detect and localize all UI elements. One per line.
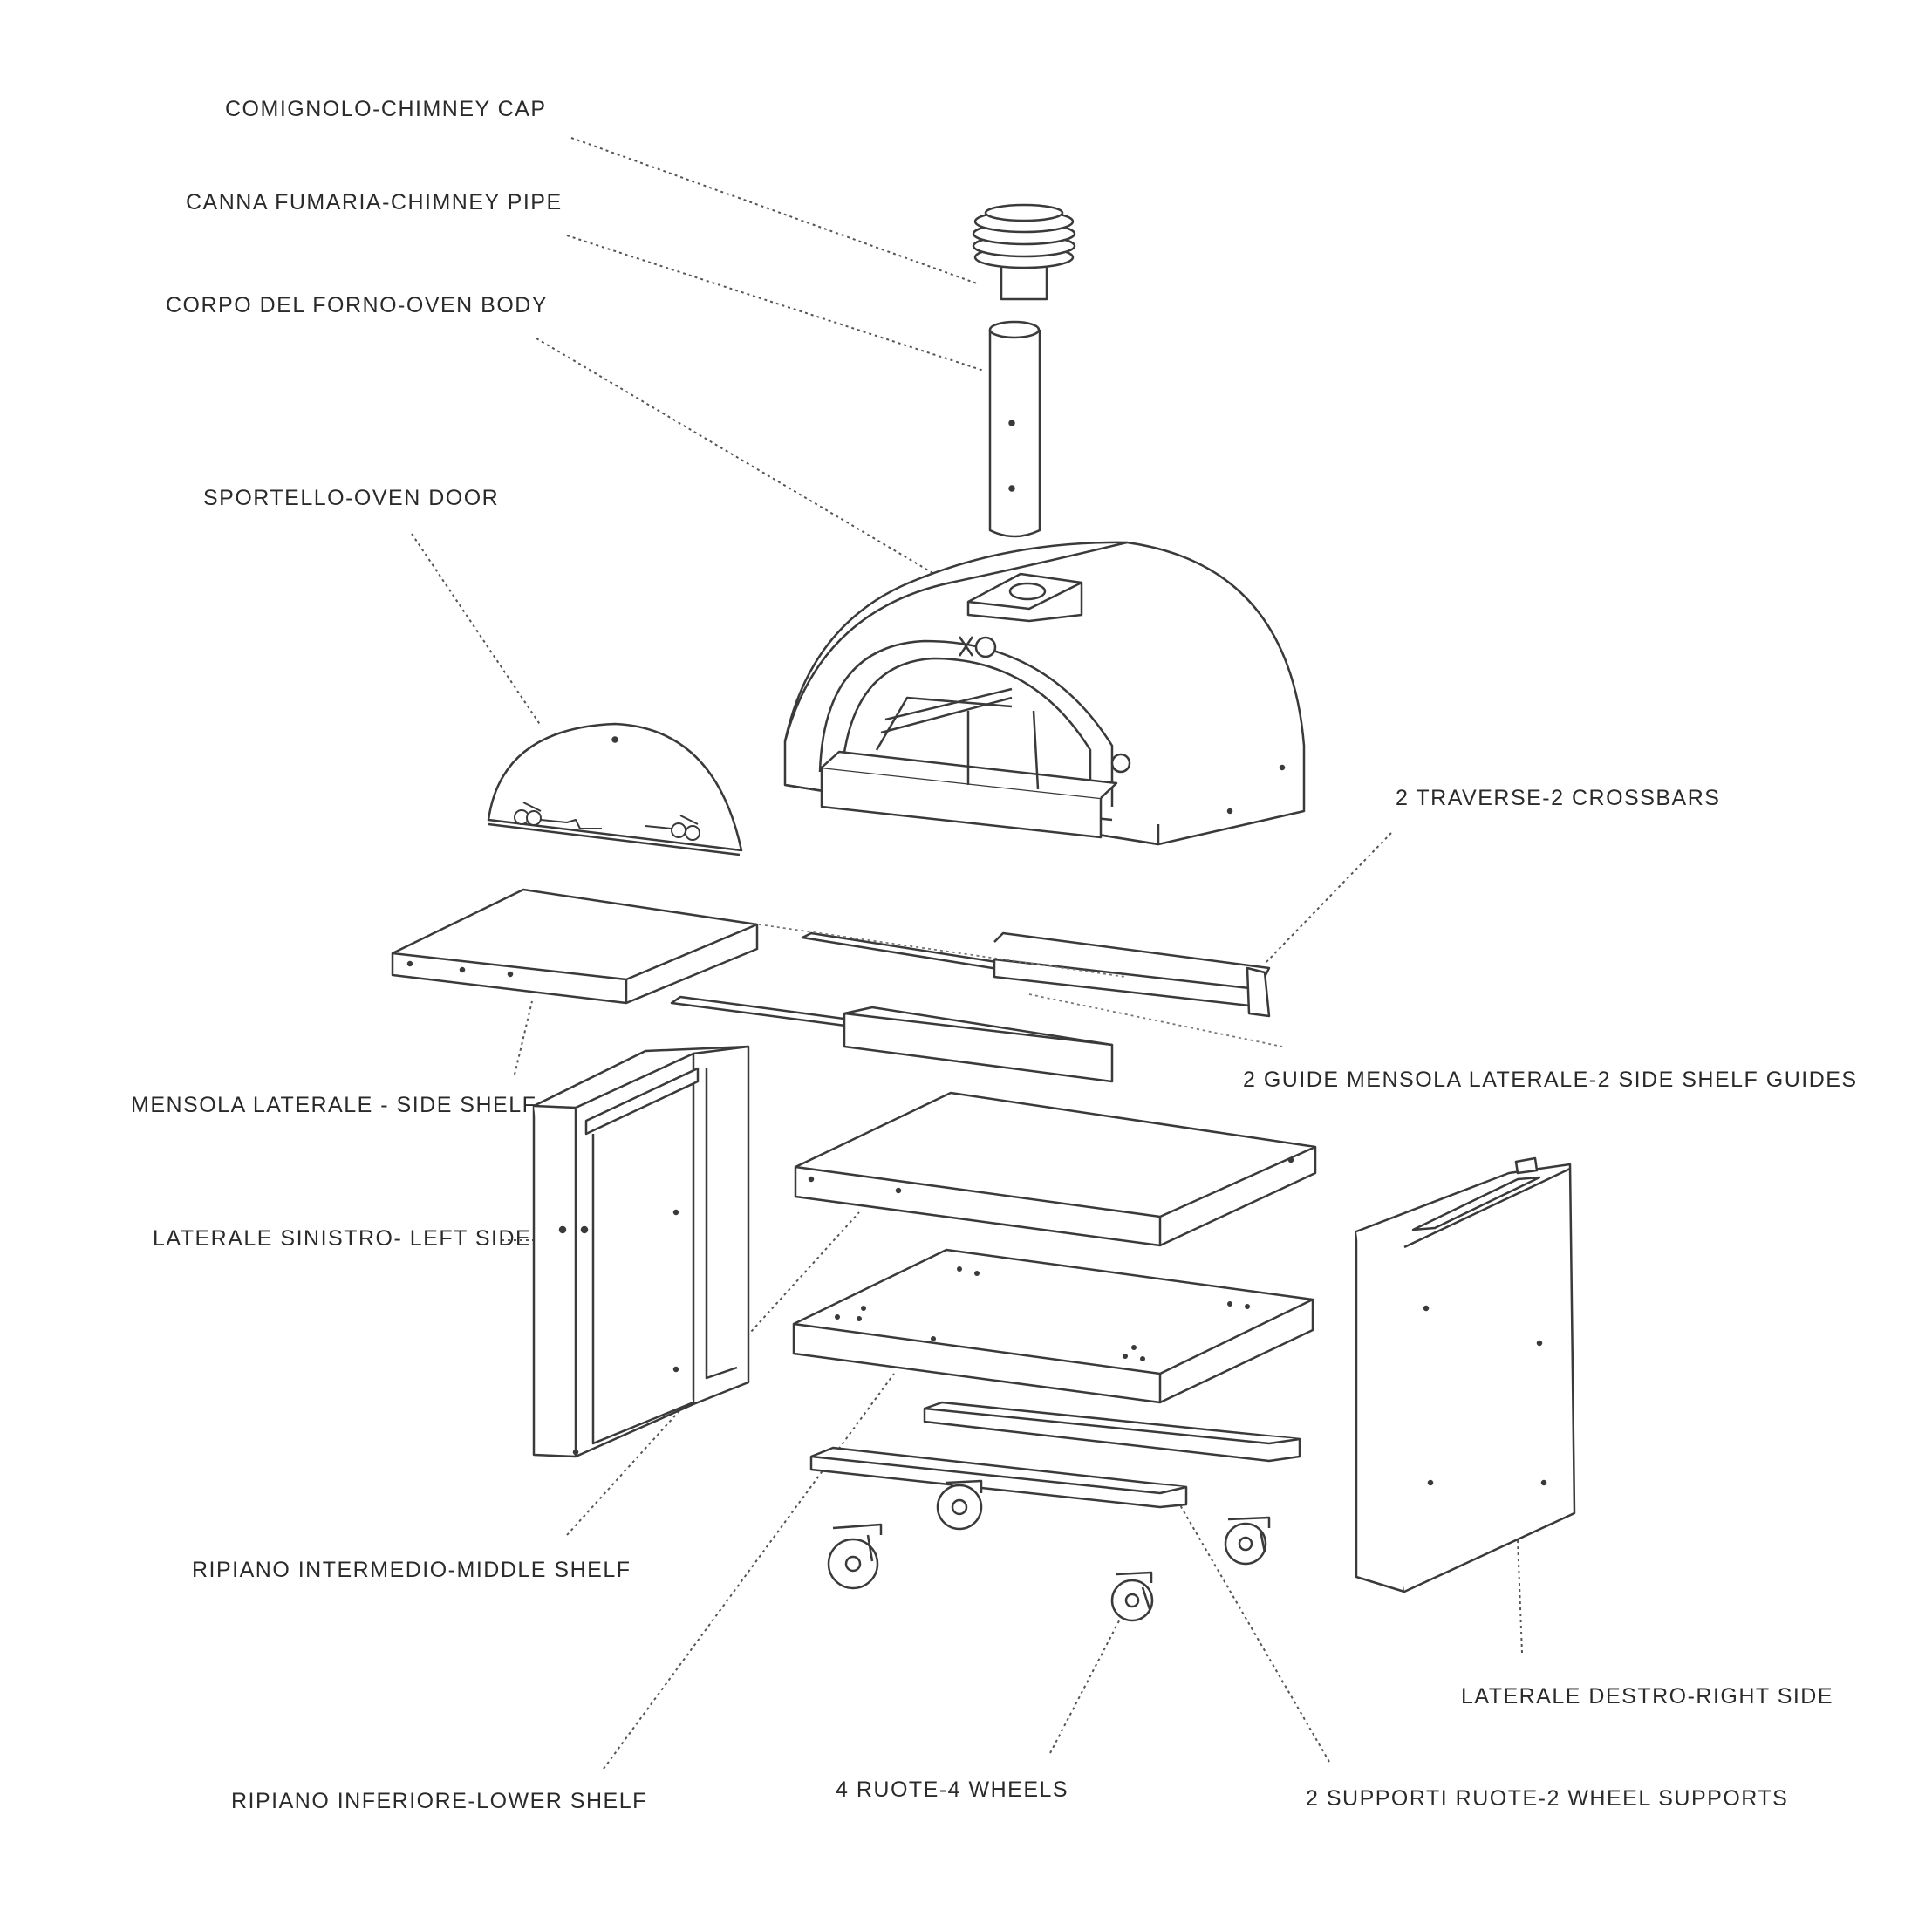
leader-side-shelf	[514, 1000, 533, 1075]
oven-door	[487, 722, 743, 856]
wheel-supports	[809, 1401, 1301, 1509]
leader-wheel-supports	[1172, 1492, 1330, 1763]
leader-wheels	[1049, 1608, 1126, 1754]
wheel-4	[1110, 1571, 1154, 1622]
left-side-panel	[532, 1045, 750, 1458]
leader-right-side	[1517, 1539, 1523, 1654]
chimney-cap	[972, 203, 1076, 301]
label-chimney-pipe: CANNA FUMARIA-CHIMNEY PIPE	[186, 190, 563, 215]
wheel-1	[827, 1523, 883, 1590]
label-oven-body: CORPO DEL FORNO-OVEN BODY	[166, 293, 549, 317]
label-wheel-supports: 2 SUPPORTI RUOTE-2 WHEEL SUPPORTS	[1306, 1786, 1789, 1811]
label-side-shelf-guides: 2 GUIDE MENSOLA LATERALE-2 SIDE SHELF GU…	[1243, 1068, 1858, 1092]
right-side-panel	[1355, 1156, 1576, 1593]
leader-oven-door	[411, 533, 542, 727]
label-middle-shelf: RIPIANO INTERMEDIO-MIDDLE SHELF	[192, 1558, 631, 1582]
leader-chimney-cap	[570, 137, 978, 284]
middle-shelf	[794, 1091, 1317, 1247]
leader-oven-body	[536, 338, 982, 603]
lower-shelf	[792, 1248, 1314, 1404]
side-shelf	[391, 888, 759, 1005]
leader-middle-shelf	[566, 1211, 860, 1536]
leader-lower-shelf	[603, 1373, 895, 1770]
leader-crossbars	[1264, 832, 1392, 965]
label-crossbars: 2 TRAVERSE-2 CROSSBARS	[1396, 786, 1721, 810]
wheel-2	[936, 1479, 983, 1531]
label-side-shelf: MENSOLA LATERALE - SIDE SHELF	[131, 1093, 537, 1117]
leader-chimney-pipe	[566, 235, 985, 372]
label-left-side: LATERALE SINISTRO- LEFT SIDE	[153, 1226, 532, 1251]
label-lower-shelf: RIPIANO INFERIORE-LOWER SHELF	[231, 1789, 647, 1813]
leader-lines	[411, 137, 1523, 1770]
wheel-3	[1224, 1516, 1271, 1566]
oven-body	[783, 541, 1306, 846]
label-wheels: 4 RUOTE-4 WHEELS	[836, 1777, 1069, 1802]
label-oven-door: SPORTELLO-OVEN DOOR	[203, 486, 500, 510]
wheels	[827, 1479, 1271, 1622]
label-right-side: LATERALE DESTRO-RIGHT SIDE	[1461, 1684, 1834, 1709]
crossbars	[670, 924, 1283, 1083]
label-chimney-cap: COMIGNOLO-CHIMNEY CAP	[225, 97, 547, 121]
chimney-pipe	[988, 320, 1041, 538]
